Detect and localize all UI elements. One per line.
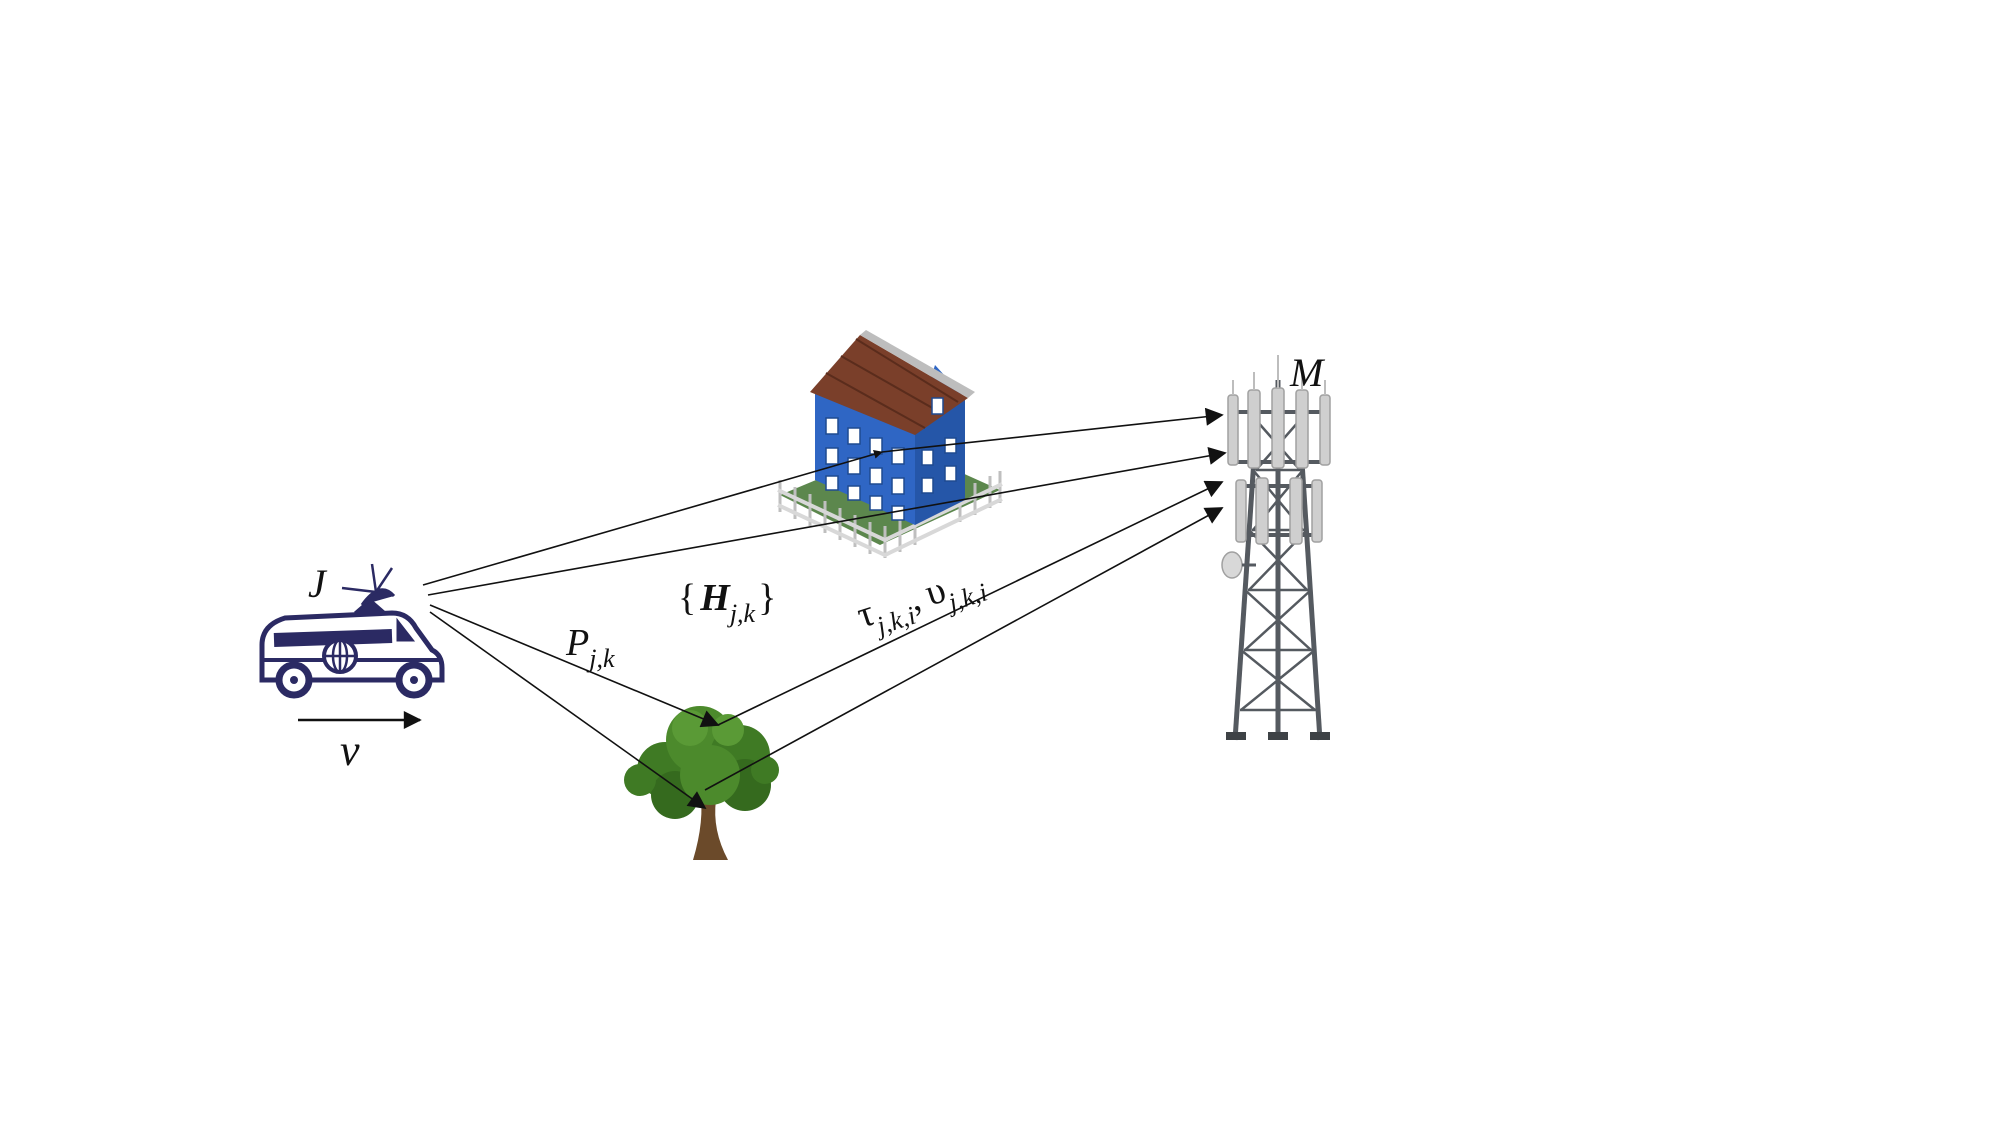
receiver-label: M (1289, 350, 1326, 395)
ray-tree-to-tower-4 (704, 507, 1224, 791)
ray-van-to-house (422, 449, 883, 586)
channel-main: H (699, 577, 731, 619)
house-icon (777, 330, 1003, 558)
propagation-rays (298, 407, 1227, 810)
channel-close-brace: } (758, 577, 776, 619)
ray-van-to-tower-2 (427, 446, 1227, 596)
velocity-label: v (340, 726, 360, 775)
path-gain-main: P (565, 622, 589, 664)
path-gain-sub: j,k (586, 644, 615, 673)
ray-tree-to-tower-3 (717, 480, 1224, 726)
ray-van-to-tree-1 (429, 604, 720, 728)
tree-icon (624, 706, 779, 860)
delay-doppler-label: τj,k,i,υj,k,i (852, 557, 991, 646)
van-icon (259, 563, 445, 699)
channel-open-brace: { (678, 577, 696, 619)
cell-tower-icon (1221, 355, 1331, 741)
path-gain-label: Pj,k (565, 622, 615, 673)
transmitter-label: J (308, 561, 328, 606)
channel-sub: j,k (727, 599, 756, 628)
ray-van-to-tree-2 (429, 611, 707, 810)
doppler-sub: j,k,i (942, 577, 991, 618)
ray-house-to-tower-1 (881, 407, 1224, 453)
channel-label: {Hj,k} (678, 577, 776, 628)
